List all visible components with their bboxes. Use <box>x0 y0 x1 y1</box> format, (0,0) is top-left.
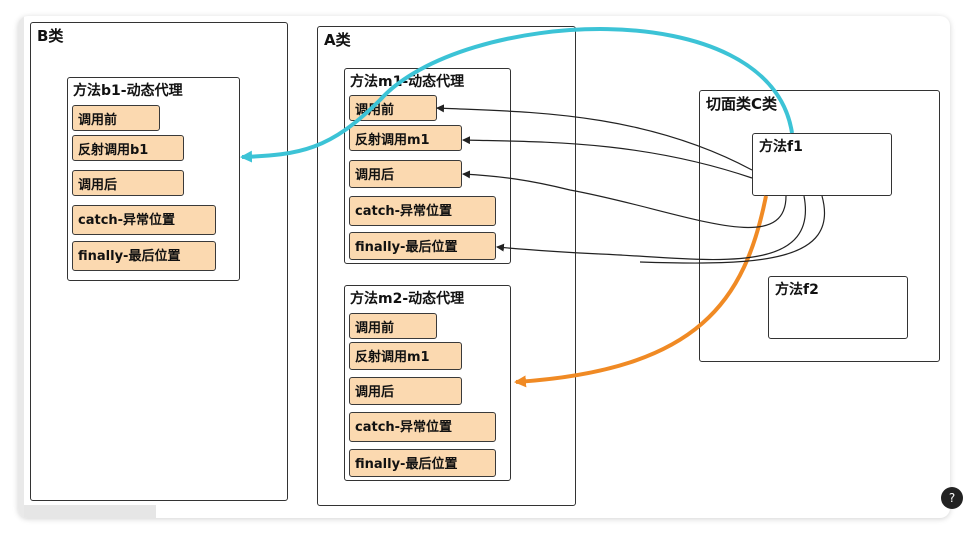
class-a-title: A类 <box>324 31 351 49</box>
m2-step-catch: catch-异常位置 <box>349 412 496 442</box>
m1-step-after: 调用后 <box>349 160 462 188</box>
m2-step-invoke: 反射调用m1 <box>349 342 462 370</box>
left-gray-strip <box>18 16 24 518</box>
class-b-title: B类 <box>37 27 64 45</box>
b1-step-before: 调用前 <box>72 105 160 131</box>
m1-step-invoke: 反射调用m1 <box>349 125 462 151</box>
aspect-class-c-title: 切面类C类 <box>706 95 778 113</box>
m1-step-before: 调用前 <box>349 95 437 121</box>
m1-step-finally: finally-最后位置 <box>349 232 496 260</box>
method-f1-title: 方法f1 <box>759 139 803 155</box>
b1-step-catch: catch-异常位置 <box>72 205 216 235</box>
method-b1-title: 方法b1-动态代理 <box>73 83 183 99</box>
b1-step-after: 调用后 <box>72 170 184 196</box>
method-m1-title: 方法m1-动态代理 <box>350 74 465 90</box>
b1-step-invoke: 反射调用b1 <box>72 135 184 161</box>
method-f2-box: 方法f2 <box>768 276 908 339</box>
b1-step-finally: finally-最后位置 <box>72 241 216 271</box>
m2-step-finally: finally-最后位置 <box>349 449 496 477</box>
help-icon[interactable]: ? <box>941 487 963 509</box>
method-f2-title: 方法f2 <box>775 282 819 298</box>
method-f1-box: 方法f1 <box>752 133 892 196</box>
m1-step-catch: catch-异常位置 <box>349 196 496 226</box>
m2-step-after: 调用后 <box>349 377 462 405</box>
m2-step-before: 调用前 <box>349 313 437 339</box>
method-m2-title: 方法m2-动态代理 <box>350 291 465 307</box>
bottom-gray-strip <box>24 505 156 518</box>
